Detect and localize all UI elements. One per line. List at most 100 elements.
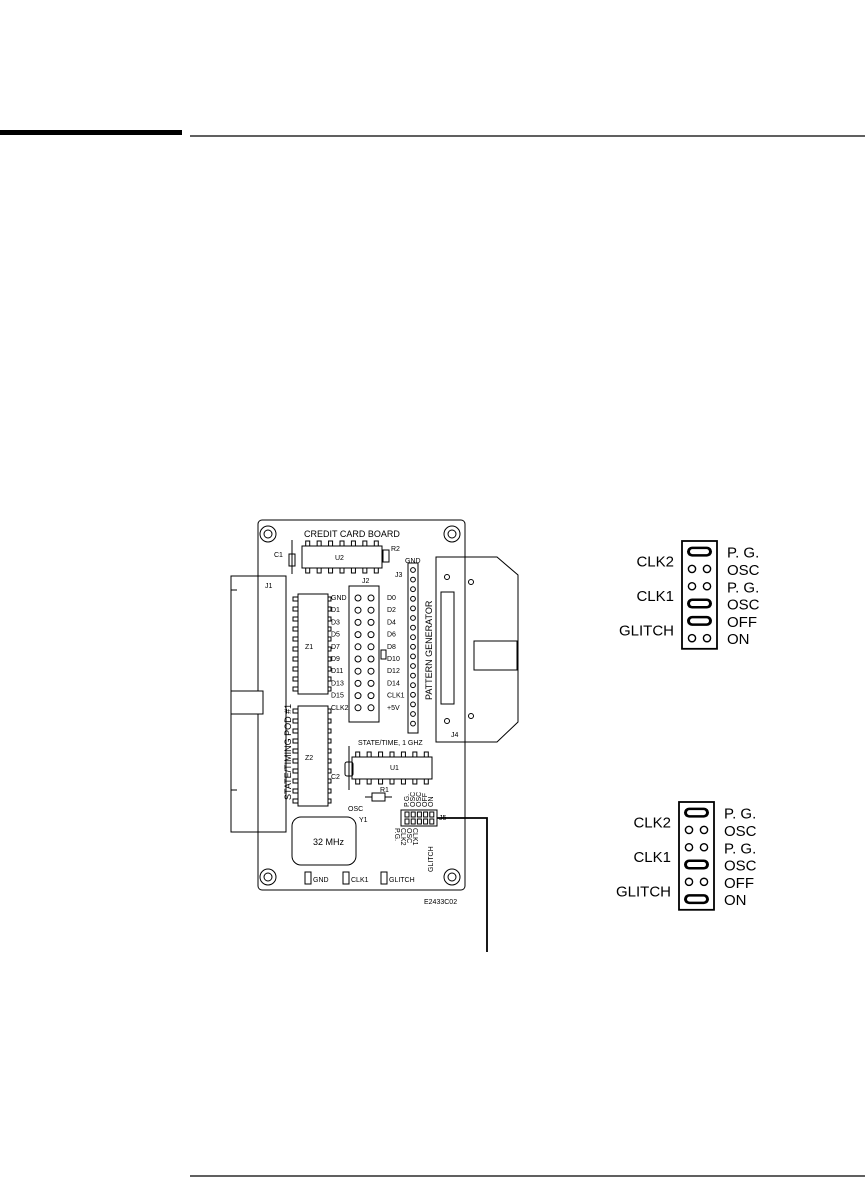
j2-hole — [354, 692, 362, 700]
jumper-shunt-inner — [690, 549, 709, 555]
jumper-group-label: CLK1 — [636, 588, 674, 605]
j2-hole — [354, 643, 362, 651]
z1-label: Z1 — [305, 644, 313, 651]
sip-pin — [292, 606, 299, 612]
j5-top-label: OSC — [416, 792, 423, 807]
ic-pin — [373, 567, 379, 574]
ic-pin — [350, 540, 356, 547]
j2-hole — [367, 692, 375, 700]
ic-pin — [400, 751, 406, 758]
c1-label: C1 — [274, 552, 283, 559]
jumper-row-label: OFF — [727, 614, 757, 631]
ic-pin — [423, 751, 429, 758]
sip-pin — [327, 748, 332, 754]
jumper-row-label: P. G. — [727, 579, 759, 596]
sip-pin — [292, 768, 299, 774]
sip-pin — [327, 676, 332, 682]
j5-pin — [429, 811, 435, 818]
sip-pin — [327, 768, 332, 774]
sip-pin — [292, 616, 299, 622]
z1-pin-label: D15 — [331, 693, 344, 700]
j2-hole — [367, 643, 375, 651]
u1-label: U1 — [390, 765, 399, 772]
z1-pin-label: D11 — [331, 668, 343, 675]
jumper-pin — [684, 842, 694, 852]
y1-label: Y1 — [359, 817, 368, 824]
ic-pin — [389, 778, 395, 785]
jumper-row-label: OSC — [724, 858, 757, 875]
j5-pin — [429, 818, 435, 825]
j2-hole — [367, 631, 375, 639]
j5-top-label: ON — [428, 797, 435, 808]
ic-pin — [389, 751, 395, 758]
jumper-shunt-inner — [690, 618, 709, 624]
j3-strip — [407, 562, 419, 734]
jumper-group-label: CLK2 — [633, 814, 671, 831]
jumper-shunt-inner — [687, 810, 706, 816]
y1-crystal — [291, 816, 357, 866]
j5-top-label: P.G. — [404, 794, 411, 807]
jumper-pin — [684, 825, 694, 835]
c2-label: C2 — [331, 774, 340, 781]
ic-pin — [412, 778, 418, 785]
z2-resistor-network — [297, 705, 329, 807]
j4-label: J4 — [451, 732, 459, 739]
z1-pin-label: D3 — [331, 619, 340, 626]
sip-pin — [327, 626, 332, 632]
jumper-pin — [702, 633, 712, 643]
sip-pin — [292, 596, 299, 602]
sip-pin — [292, 656, 299, 662]
jumper-row-label: P. G. — [727, 545, 759, 562]
ic-pin — [316, 540, 322, 547]
sip-pin — [292, 708, 299, 714]
jumper-shunt-inner — [687, 862, 706, 868]
j5-pin — [423, 818, 429, 825]
z1-pin-label: D1 — [331, 607, 340, 614]
jumper-pin — [699, 825, 709, 835]
j3-hole — [410, 586, 416, 593]
j5-label: J5 — [439, 815, 447, 822]
j5-top-label: OFF — [422, 793, 429, 807]
sip-pin — [327, 788, 332, 794]
sip-pin — [292, 728, 299, 734]
ic-pin — [350, 567, 356, 574]
sip-pin — [327, 728, 332, 734]
j5-pin — [404, 818, 410, 825]
state-time-label: STATE/TIME, 1 GHZ — [358, 740, 423, 747]
z1-pin-label: D13 — [331, 680, 344, 687]
jumper-row-label: OSC — [727, 562, 760, 579]
sip-pin — [292, 718, 299, 724]
ic-pin — [400, 778, 406, 785]
sip-pin — [327, 666, 332, 672]
j3-hole — [410, 672, 416, 679]
sip-pin — [292, 778, 299, 784]
u2-label: U2 — [335, 555, 344, 562]
j2-jumper-mark — [380, 649, 387, 660]
jumper-pin — [699, 877, 709, 887]
sip-pin — [292, 676, 299, 682]
sip-pin — [292, 798, 299, 804]
ic-pin — [362, 567, 368, 574]
sip-pin — [292, 636, 299, 642]
r2-label: R2 — [391, 546, 400, 553]
j2-pin-label: D4 — [387, 619, 396, 626]
jumper-pin — [684, 877, 694, 887]
j2-hole — [354, 667, 362, 675]
j3-hole — [410, 711, 416, 717]
sip-pin — [327, 646, 332, 652]
callout-leader — [437, 817, 488, 952]
sip-pin — [292, 646, 299, 652]
j3-hole — [410, 624, 416, 631]
pod-label: STATE/TIMING POD #1 — [283, 704, 293, 800]
jumper-group-label: CLK1 — [633, 849, 671, 866]
ic-pin — [362, 540, 368, 547]
j3-hole — [410, 643, 416, 650]
sip-pin — [292, 686, 299, 692]
ic-pin — [355, 778, 361, 785]
j4-slot — [440, 591, 455, 705]
j5-pin — [404, 811, 410, 818]
sip-pin — [327, 718, 332, 724]
j3-hole — [410, 691, 416, 698]
r2-resistor — [382, 549, 390, 563]
